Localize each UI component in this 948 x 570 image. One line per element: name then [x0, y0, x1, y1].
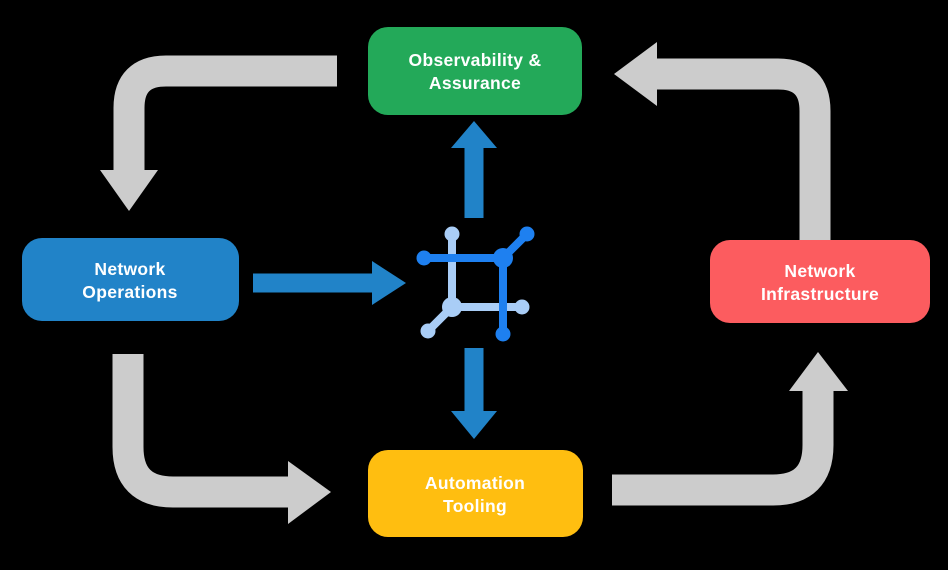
arrow-head-down-icon: [100, 170, 158, 211]
icon-lowerleft-node: [420, 323, 436, 339]
cycle-arrow-infrastructure-to-observability: [614, 42, 831, 241]
box-label-line2: Operations: [82, 282, 177, 302]
box-shape: [22, 238, 239, 321]
arrow-head-right-icon: [288, 461, 331, 524]
icon-bottom-node: [495, 326, 511, 342]
network-fabric-icon: [416, 226, 535, 342]
icon-corner-node: [442, 297, 462, 317]
box-shape: [710, 240, 930, 323]
box-label-line2: Tooling: [443, 496, 507, 516]
cycle-arrow-observability-to-operations: [100, 55, 337, 211]
flow-arrow-center-to-observability: [451, 121, 497, 218]
icon-corner-node: [493, 248, 513, 268]
box-label-line1: Automation: [425, 473, 525, 493]
box-shape: [368, 450, 583, 537]
arrow-head-up-icon: [451, 121, 497, 148]
arrow-head-right-icon: [372, 261, 406, 305]
flow-arrow-operations-to-center: [253, 261, 406, 305]
icon-top-node: [444, 226, 460, 242]
arrow-pipe: [113, 55, 337, 172]
arrow-head-left-icon: [614, 42, 657, 106]
box-label-line2: Assurance: [429, 73, 521, 93]
arrow-pipe: [656, 58, 831, 241]
cycle-arrow-operations-to-automation: [112, 354, 331, 524]
box-label-line1: Observability &: [409, 50, 542, 70]
box-label-line1: Network: [784, 261, 855, 281]
flow-arrow-center-to-automation: [451, 348, 497, 439]
box-automation-tooling: Automation Tooling: [368, 450, 583, 537]
icon-left-node: [416, 250, 432, 266]
box-label-line2: Infrastructure: [761, 284, 879, 304]
icon-upperright-node: [519, 226, 535, 242]
arrow-pipe: [112, 354, 289, 508]
arrow-head-up-icon: [789, 352, 848, 391]
box-shape: [368, 27, 582, 115]
icon-right-node: [514, 299, 530, 315]
box-label-line1: Network: [94, 259, 165, 279]
arrow-head-down-icon: [451, 411, 497, 439]
cycle-arrow-automation-to-infrastructure: [612, 352, 848, 506]
box-observability-assurance: Observability & Assurance: [368, 27, 582, 115]
box-network-operations: Network Operations: [22, 238, 239, 321]
box-network-infrastructure: Network Infrastructure: [710, 240, 930, 323]
arrow-pipe: [612, 390, 834, 506]
